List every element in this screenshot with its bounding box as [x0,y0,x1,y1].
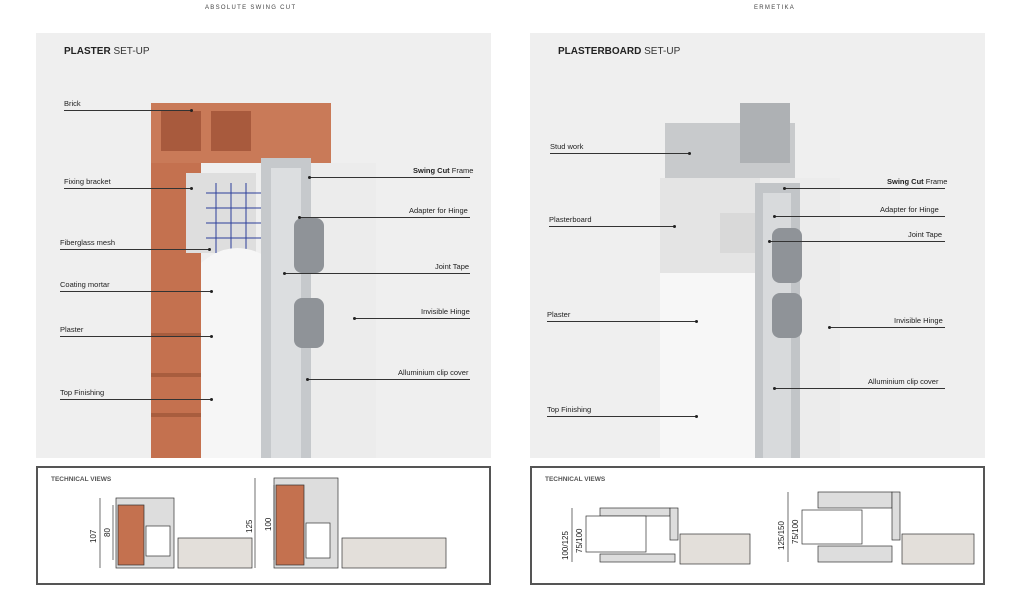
plasterboard-section-drawings: 100/125 75/100 125/150 75/100 [561,491,975,565]
technical-views-plasterboard: TECHNICAL VIEWS 100/125 75/100 125/150 7… [530,466,985,585]
label-top-finishing: Top Finishing [60,388,105,397]
label-adapter-hinge: Adapter for Hinge [880,205,939,214]
dimension-label: 100/125 [561,531,570,560]
technical-views-title: TECHNICAL VIEWS [51,476,112,483]
dimension-label: 100 [264,517,273,531]
label-swing-cut-frame: Swing Cut Frame [887,177,948,186]
label-clip-cover: Alluminium clip cover [868,377,939,386]
label-plaster: Plaster [547,310,571,319]
dimension-label: 75/100 [575,528,584,553]
panel-title: PLASTER SET-UP [64,46,150,57]
label-swing-cut-frame: Swing Cut Frame [413,166,474,175]
label-invisible-hinge: Invisible Hinge [421,307,470,316]
label-adapter-hinge: Adapter for Hinge [409,206,468,215]
label-top-finishing: Top Finishing [547,405,592,414]
dimension-label: 125/150 [777,521,786,550]
plaster-setup-illustration [151,103,376,458]
label-brick: Brick [64,99,81,108]
plasterboard-setup-panel: PLASTERBOARD SET-UP Stud work Plasterboa… [530,33,985,458]
model-header: ERMETIKA [754,5,796,11]
label-plaster: Plaster [60,325,84,334]
dimension-label: 125 [245,519,254,533]
brand-header: ABSOLUTE SWING CUT [205,5,297,11]
plaster-section-drawings: 107 80 125 100 [89,477,447,569]
label-joint-tape: Joint Tape [908,230,943,239]
technical-views-plaster: TECHNICAL VIEWS 107 80 125 100 [36,466,491,585]
label-plasterboard: Plasterboard [549,215,592,224]
label-fixing-bracket: Fixing bracket [64,177,111,186]
label-fiberglass-mesh: Fiberglass mesh [60,238,116,247]
plaster-setup-panel: PLASTER SET-UP Brick Fixing bracket Fibe… [36,33,491,458]
dimension-label: 107 [89,529,98,543]
label-coating-mortar: Coating mortar [60,280,110,289]
label-joint-tape: Joint Tape [435,262,470,271]
plasterboard-setup-illustration [660,103,840,458]
panel-title: PLASTERBOARD SET-UP [558,46,681,57]
dimension-label: 80 [103,528,112,537]
technical-views-title: TECHNICAL VIEWS [545,476,606,483]
label-clip-cover: Alluminium clip cover [398,368,469,377]
dimension-label: 75/100 [791,519,800,544]
label-invisible-hinge: Invisible Hinge [894,316,943,325]
label-stud-work: Stud work [550,142,584,151]
